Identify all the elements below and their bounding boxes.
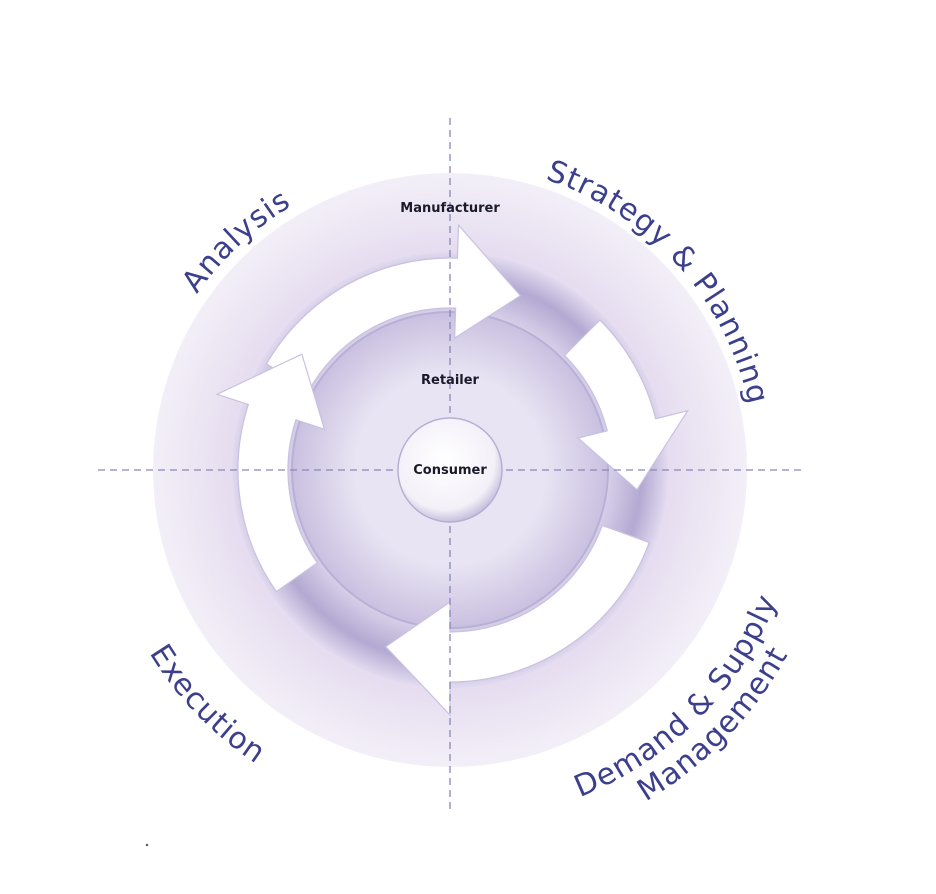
manufacturer-label: Manufacturer bbox=[400, 201, 500, 216]
consumer-label: Consumer bbox=[413, 463, 487, 478]
consumer-circle bbox=[397, 417, 503, 523]
retailer-label: Retailer bbox=[421, 373, 480, 388]
arrow-manufacturer-to-strategy bbox=[265, 223, 522, 390]
speck bbox=[145, 843, 149, 847]
arrow-execution-to-analysis bbox=[215, 353, 326, 593]
arrow-strategy-to-demand bbox=[563, 319, 690, 491]
cycle-arrows bbox=[215, 223, 690, 717]
